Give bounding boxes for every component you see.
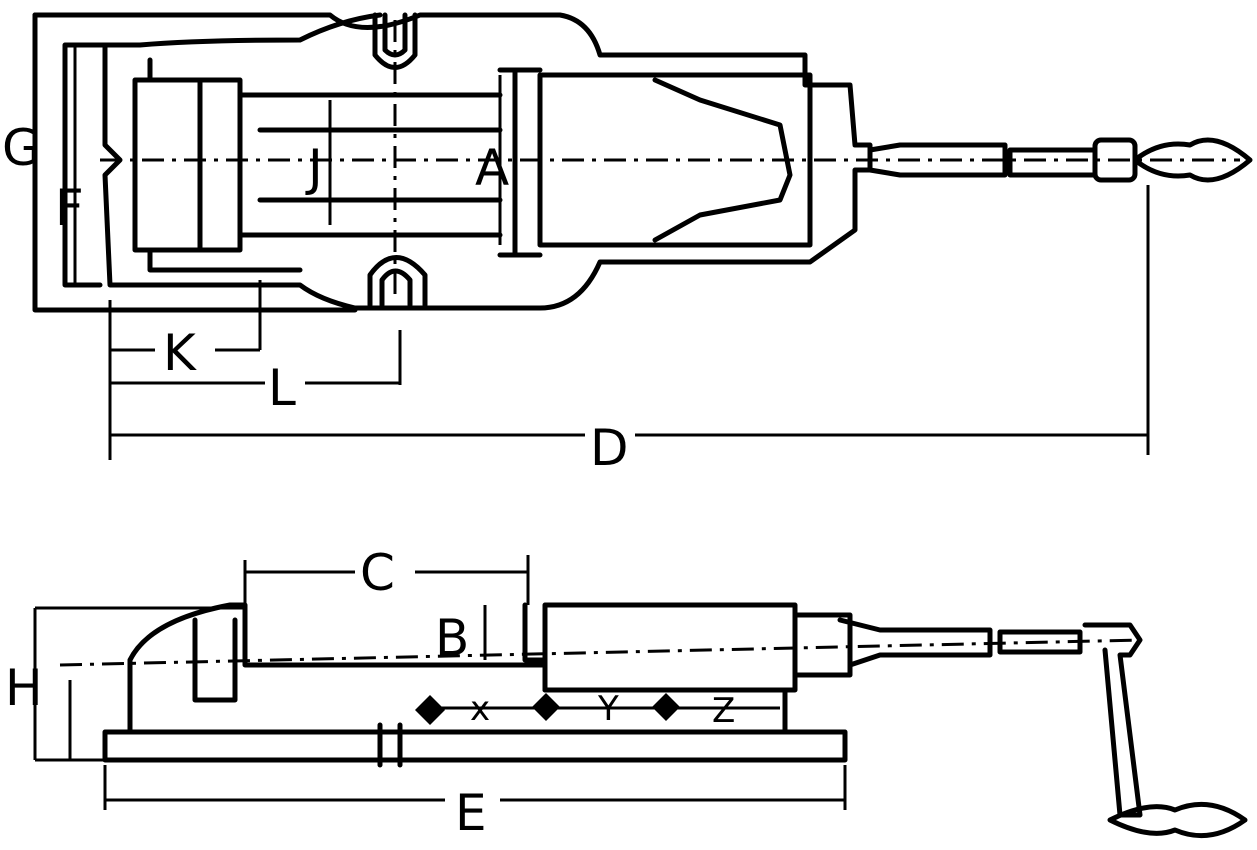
dimension-label-x: x bbox=[470, 689, 490, 729]
dimension-label-l: L bbox=[268, 359, 296, 417]
dimension-label-f: F bbox=[55, 179, 84, 237]
side-view: C B H x Y Z E bbox=[5, 544, 1248, 842]
dimension-label-j: J bbox=[305, 139, 323, 197]
hole-marker bbox=[415, 695, 445, 725]
dimension-label-g: G bbox=[2, 119, 41, 177]
dimension-label-y: Y bbox=[597, 689, 619, 729]
dimension-label-h: H bbox=[5, 659, 43, 717]
hole-marker bbox=[652, 693, 680, 721]
dimension-label-z: Z bbox=[712, 691, 735, 731]
dimension-label-k: K bbox=[163, 324, 197, 382]
dimension-label-b: B bbox=[435, 609, 469, 667]
dimension-label-c: C bbox=[360, 544, 395, 602]
top-view: G F J A K L D bbox=[2, 12, 1253, 477]
hole-marker bbox=[532, 693, 560, 721]
dimension-label-e: E bbox=[455, 784, 487, 842]
dimension-label-a: A bbox=[475, 139, 509, 197]
dimension-label-d: D bbox=[590, 419, 629, 477]
